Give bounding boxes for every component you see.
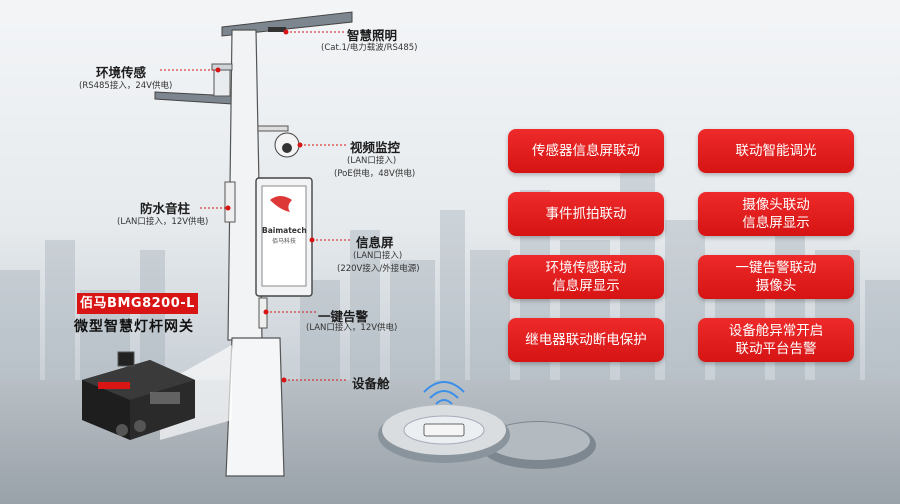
manhole-cover <box>378 381 596 469</box>
feature-2-line1: 联动智能调光 <box>735 143 817 159</box>
feature-6-line2: 摄像头 <box>755 278 797 294</box>
video-label: 视频监控 <box>350 140 401 155</box>
gateway-device <box>82 351 195 440</box>
feature-6-line1: 一键告警联动 <box>735 260 817 276</box>
feature-5-line2: 信息屏显示 <box>552 278 620 294</box>
product-name: 微型智慧灯杆网关 <box>74 319 194 335</box>
feature-button-1[interactable]: 传感器信息屏联动 <box>508 129 664 173</box>
screen-detail-1: (LAN口接入) <box>353 251 403 261</box>
alarm-detail: (LAN口接入，12V供电) <box>306 323 398 333</box>
screen-brand-cn: 佰马科技 <box>271 238 296 245</box>
feature-8-line1: 设备舱异常开启 <box>728 323 824 339</box>
feature-button-8[interactable]: 设备舱异常开启联动平台告警 <box>698 318 854 362</box>
env-label: 环境传感 <box>96 65 147 80</box>
video-detail-1: (LAN口接入) <box>347 156 397 166</box>
feature-4-line2: 信息屏显示 <box>742 215 810 231</box>
product-model: 佰马BMG8200-L <box>77 293 198 314</box>
lighting-detail: (Cat.1/电力载波/RS485) <box>321 43 418 53</box>
screen-brand-name: Baimatech <box>262 226 307 235</box>
equipment-cabin <box>225 337 285 477</box>
feature-1-line1: 传感器信息屏联动 <box>532 143 640 159</box>
speaker-detail: (LAN口接入，12V供电) <box>117 217 209 227</box>
feature-button-5[interactable]: 环境传感联动信息屏显示 <box>508 255 664 299</box>
screen-label: 信息屏 <box>356 235 394 250</box>
feature-4-line1: 摄像头联动 <box>742 197 810 213</box>
feature-button-3[interactable]: 事件抓拍联动 <box>508 192 664 236</box>
feature-button-4[interactable]: 摄像头联动信息屏显示 <box>698 192 854 236</box>
feature-3-line1: 事件抓拍联动 <box>545 206 627 222</box>
cabin-label: 设备舱 <box>352 376 390 391</box>
street-lamp-head <box>268 27 286 32</box>
feature-button-6[interactable]: 一键告警联动摄像头 <box>698 255 854 299</box>
feature-7-line1: 继电器联动断电保护 <box>525 332 647 348</box>
speaker-column <box>224 181 236 223</box>
env-detail: (RS485接入，24V供电) <box>79 81 173 91</box>
alarm-label: 一键告警 <box>318 309 369 324</box>
lighting-label: 智慧照明 <box>347 28 398 43</box>
feature-5-line1: 环境传感联动 <box>545 260 627 276</box>
screen-detail-2: (220V接入/外接电源) <box>337 264 420 274</box>
feature-button-7[interactable]: 继电器联动断电保护 <box>508 318 664 362</box>
feature-8-line2: 联动平台告警 <box>735 341 817 357</box>
video-detail-2: (PoE供电，48V供电) <box>334 169 416 179</box>
speaker-label: 防水音柱 <box>140 201 191 216</box>
feature-button-2[interactable]: 联动智能调光 <box>698 129 854 173</box>
